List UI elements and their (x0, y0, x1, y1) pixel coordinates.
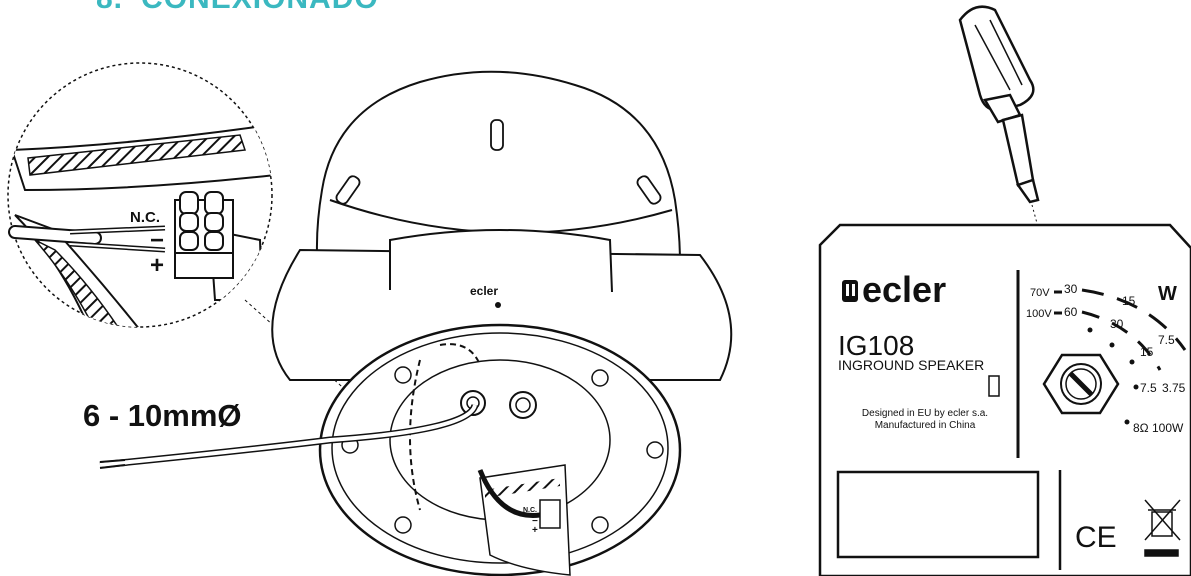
tap-selector-knob (1042, 353, 1120, 415)
plus-label: + (150, 252, 164, 279)
plate-manufactured: Manufactured in China (875, 420, 976, 431)
tap-100v-label: 100V (1026, 308, 1052, 320)
ecler-logo-icon (842, 280, 858, 302)
small-plus-label: + (532, 525, 538, 536)
terminal-detail-zoom: N.C. − + (7, 62, 273, 328)
speaker-base: N.C. − + (318, 323, 682, 576)
minus-label: − (150, 227, 164, 254)
cable-diameter-label: 6 - 10mmØ (83, 398, 242, 433)
tap-70v-label: 70V (1030, 287, 1050, 299)
speaker-housing (271, 70, 733, 381)
scale-70-1: 30 (1064, 282, 1078, 296)
weee-bin-icon (1144, 499, 1181, 557)
section-title: CONEXIONADO (141, 0, 379, 15)
ohm-label: 8Ω 100W (1133, 421, 1184, 435)
ce-mark: CE (1075, 521, 1117, 554)
plate-brand: ecler (862, 269, 946, 310)
plate-subtitle: INGROUND SPEAKER (838, 357, 984, 373)
section-heading: 8. CONEXIONADO (96, 0, 379, 16)
screwdriver-icon (958, 5, 1040, 204)
plate-model: IG108 (838, 330, 914, 361)
scale-70-4: 3.75 (1162, 381, 1186, 395)
section-number: 8. (96, 0, 123, 15)
housing-screws (335, 119, 662, 205)
scale-70-2: 15 (1122, 294, 1136, 308)
small-minus-label: − (532, 516, 538, 527)
scale-100-2: 30 (1110, 317, 1124, 331)
plate-designed: Designed in EU by ecler s.a. (862, 408, 988, 419)
speaker-logo: ecler (470, 284, 498, 298)
scale-100-1: 60 (1064, 305, 1078, 319)
small-nc-label: N.C. (523, 507, 537, 514)
scale-100-3: 15 (1140, 345, 1154, 359)
scale-100-4: 7.5 (1140, 381, 1157, 395)
nc-label: N.C. (130, 209, 160, 226)
watt-label: W (1158, 283, 1177, 305)
rating-plate: ecler IG108 INGROUND SPEAKER Designed in… (818, 223, 1191, 576)
scale-70-3: 7.5 (1158, 333, 1175, 347)
